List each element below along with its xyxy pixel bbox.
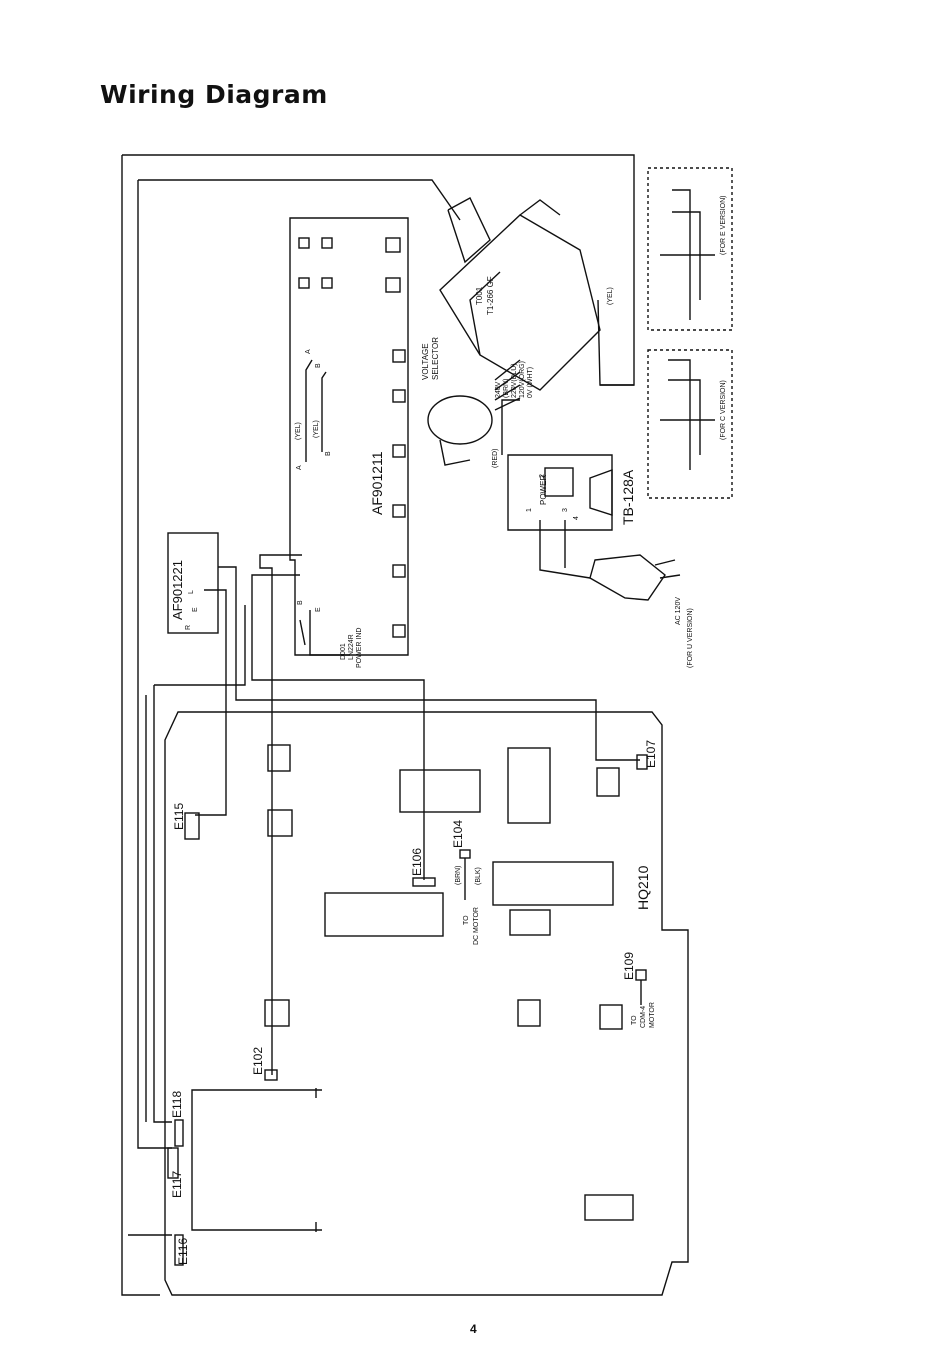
label-voltage: VOLTAGE	[421, 343, 430, 380]
for-c-version-box	[647, 349, 733, 499]
diagram-label: (RED)	[492, 449, 499, 468]
diagram-label: CDM-4	[640, 1006, 647, 1028]
for-e-version-box	[647, 167, 733, 331]
diagram-label: (BRN)	[503, 379, 510, 398]
diagram-label: TO	[463, 915, 470, 925]
e115-connector	[184, 812, 200, 840]
diagram-label: A	[296, 465, 303, 470]
power-plug	[589, 554, 666, 601]
diagram-label: A	[305, 349, 312, 354]
label-tb128a: TB-128A	[620, 469, 636, 525]
af901211-board	[289, 217, 409, 656]
label-e106: E106	[410, 848, 424, 876]
diagram-label: 240V	[495, 381, 502, 398]
diagram-label: DC MOTOR	[473, 907, 480, 945]
label-t1266gf: T1-266 GF	[486, 276, 495, 315]
diagram-label: 220V(BLU)	[511, 363, 518, 398]
label-e117: E117	[170, 1171, 184, 1198]
label-e107: E107	[644, 740, 658, 768]
wire-loop	[137, 179, 461, 1149]
chassis-outline	[121, 154, 635, 1296]
diagram-label: (YEL)	[607, 287, 614, 305]
diagram-label: TO	[631, 1015, 638, 1025]
diagram-label: D001	[340, 643, 347, 660]
diagram-label: 120V(ORG)	[519, 361, 526, 398]
diagram-label: (YEL)	[313, 420, 320, 438]
diagram-label: (FOR U VERSION)	[687, 608, 694, 668]
diagram-label: AC 120V	[675, 597, 682, 625]
diagram-label: POWER IND	[356, 628, 363, 668]
voltage-selector	[427, 395, 493, 445]
diagram-label: (BRN)	[455, 866, 462, 885]
label-af901211: AF901211	[369, 451, 385, 515]
diagram-label: B	[325, 451, 332, 456]
diagram-label: 0V (WHT)	[527, 367, 534, 398]
label-e116: E116	[176, 1238, 190, 1265]
diagram-label: 1	[526, 508, 533, 512]
label-e109: E109	[622, 952, 636, 980]
diagram-label: LN224R	[348, 634, 355, 660]
diagram-label: (FOR E VERSION)	[720, 195, 727, 255]
diagram-label: MOTOR	[649, 1002, 656, 1028]
diagram-label: R	[185, 625, 192, 630]
label-e115: E115	[172, 803, 186, 830]
page-number: 4	[470, 1322, 477, 1336]
label-e118: E118	[170, 1091, 184, 1118]
label-af901221: AF901221	[170, 560, 185, 620]
diagram-label: 4	[573, 516, 580, 520]
diagram-label: E	[315, 607, 322, 612]
label-hq210: HQ210	[635, 865, 651, 910]
label-t001: T001	[475, 286, 484, 305]
diagram-label: (FOR C VERSION)	[720, 380, 727, 440]
diagram-label: (BLK)	[475, 867, 482, 885]
label-selector: SELECTOR	[431, 337, 440, 380]
diagram-label: E	[192, 607, 199, 612]
diagram-label: L	[188, 590, 195, 594]
diagram-label: B	[315, 363, 322, 368]
main-pcb-outline	[164, 711, 689, 1296]
diagram-label: B	[297, 600, 304, 605]
label-e102: E102	[251, 1047, 265, 1075]
label-power: POWER	[539, 475, 548, 505]
tb128a-switch	[507, 454, 613, 531]
diagram-label: 2	[539, 474, 546, 478]
diagram-label: 3	[562, 508, 569, 512]
page-title: Wiring Diagram	[100, 80, 328, 109]
af901221-board	[167, 532, 219, 634]
label-e104: E104	[451, 820, 465, 848]
diagram-label: (YEL)	[295, 422, 302, 440]
